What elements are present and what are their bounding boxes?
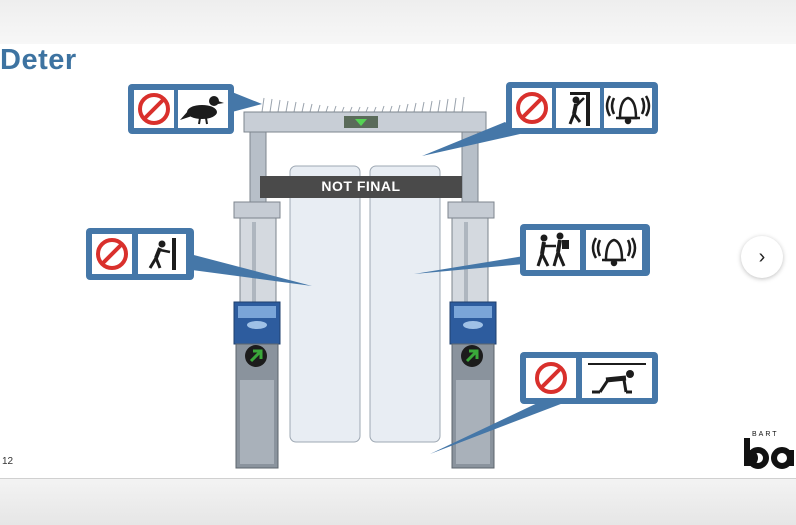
next-slide-button[interactable]: ›: [741, 236, 783, 278]
callout-tailgating-alarm: [414, 224, 650, 276]
housing-cap-right: [447, 201, 495, 219]
pushing-person-icon: [148, 238, 176, 270]
gate-panel-right: [369, 165, 441, 443]
bart-logo: [744, 438, 794, 469]
prohibited-icon: [96, 238, 128, 270]
top-band: [0, 0, 796, 44]
chevron-right-icon: ›: [758, 245, 766, 268]
not-final-label: NOT FINAL: [321, 178, 401, 194]
alarm-bell-icon: [591, 237, 637, 267]
anti-perch-spikes: [261, 96, 465, 113]
page-number: 12: [2, 456, 14, 467]
logo-letters: BART: [752, 431, 779, 438]
tailgating-people-icon: [536, 232, 569, 267]
fare-machine-left: [233, 301, 281, 469]
pigeon-icon: [180, 96, 224, 125]
callout-no-perching: [128, 84, 262, 134]
prohibited-icon: [535, 362, 567, 394]
prohibited-icon: [516, 92, 548, 124]
housing-column-left: [239, 217, 277, 305]
not-final-banner: [260, 176, 462, 198]
fare-machine-right: [449, 301, 497, 469]
crawling-person-icon: [588, 363, 646, 394]
callout-no-climbing-alarm: [422, 82, 658, 156]
climbing-person-icon: [568, 92, 590, 126]
frame-post-left: [249, 131, 267, 211]
housing-column-right: [451, 217, 489, 305]
bottom-band: [0, 478, 796, 525]
alarm-bell-icon: [605, 95, 651, 125]
callout-no-crawling: [430, 352, 658, 454]
housing-cap-left: [233, 201, 281, 219]
gate-panel-left: [289, 165, 361, 443]
green-arrow-indicator: [355, 119, 367, 126]
slide-title: Deter: [0, 44, 77, 76]
callout-no-forcing: [86, 228, 312, 286]
prohibited-icon: [138, 93, 170, 125]
